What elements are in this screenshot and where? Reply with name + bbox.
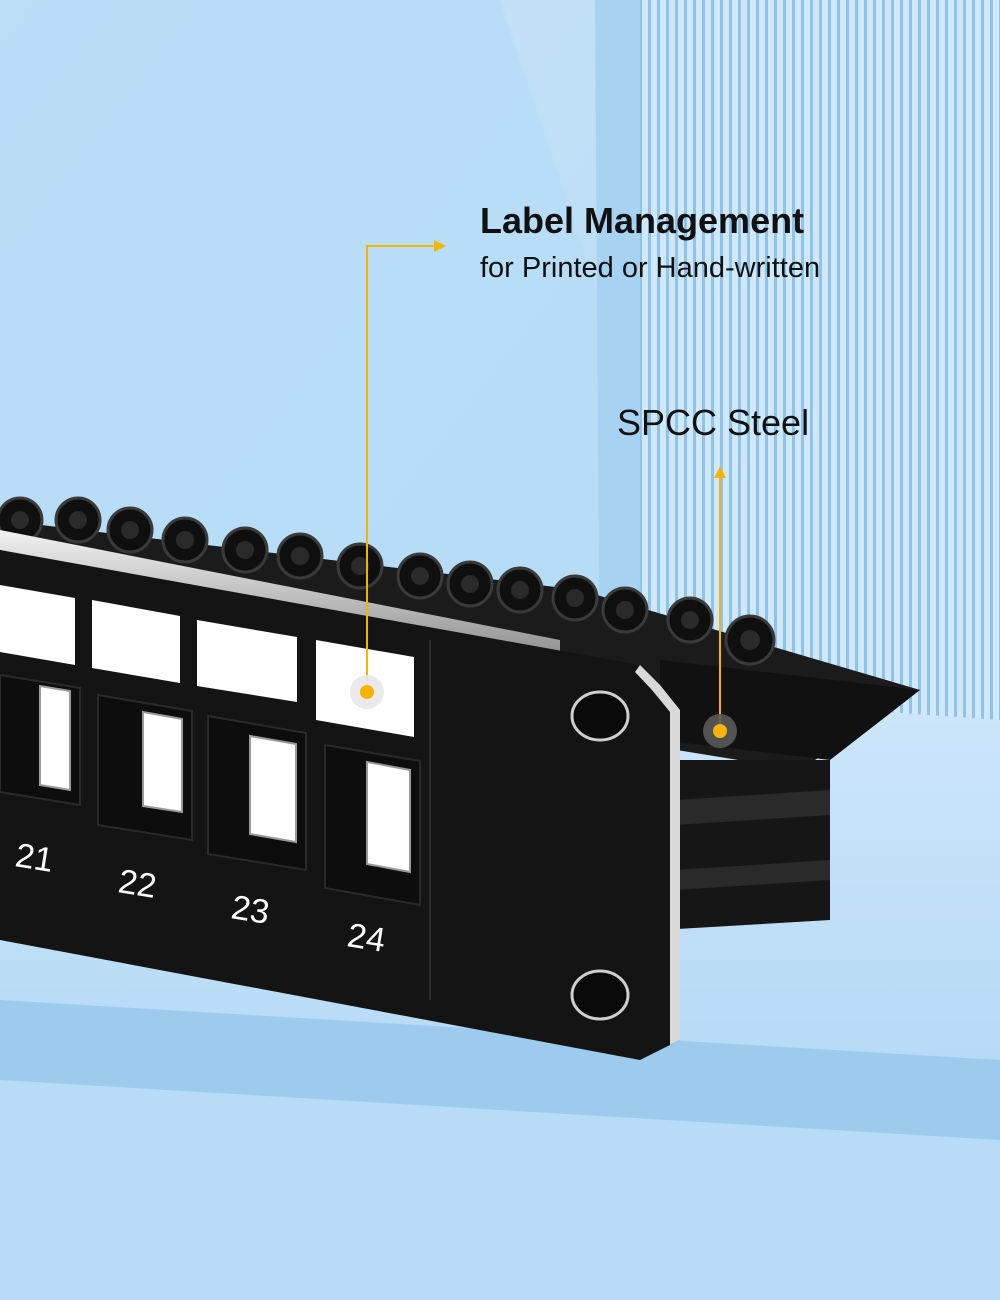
port-number: 22: [116, 862, 159, 905]
floor-band-light: [0, 1080, 1000, 1300]
callout-steel-dot: [713, 724, 727, 738]
callout-steel-arrow: [714, 466, 726, 478]
port-number: 23: [229, 888, 272, 931]
port-number: 24: [345, 916, 388, 959]
port-number: 21: [13, 836, 56, 879]
callout-label-arrow: [434, 240, 446, 252]
label-cards: [0, 585, 414, 737]
port-numbers: 21 22 23 24: [13, 836, 388, 959]
keystone-ports: [0, 673, 421, 907]
callout-label-dot: [360, 685, 374, 699]
callout-label-line: [366, 245, 436, 692]
mounting-hole-top: [570, 690, 630, 742]
mounting-hole-bottom: [570, 969, 630, 1021]
label-management-subtitle: for Printed or Hand-written: [480, 252, 821, 284]
label-management-title: Label Management: [480, 200, 805, 241]
wall-pillar: [595, 0, 640, 740]
spcc-steel-label: SPCC Steel: [617, 402, 810, 443]
rear-tray: [660, 660, 920, 930]
